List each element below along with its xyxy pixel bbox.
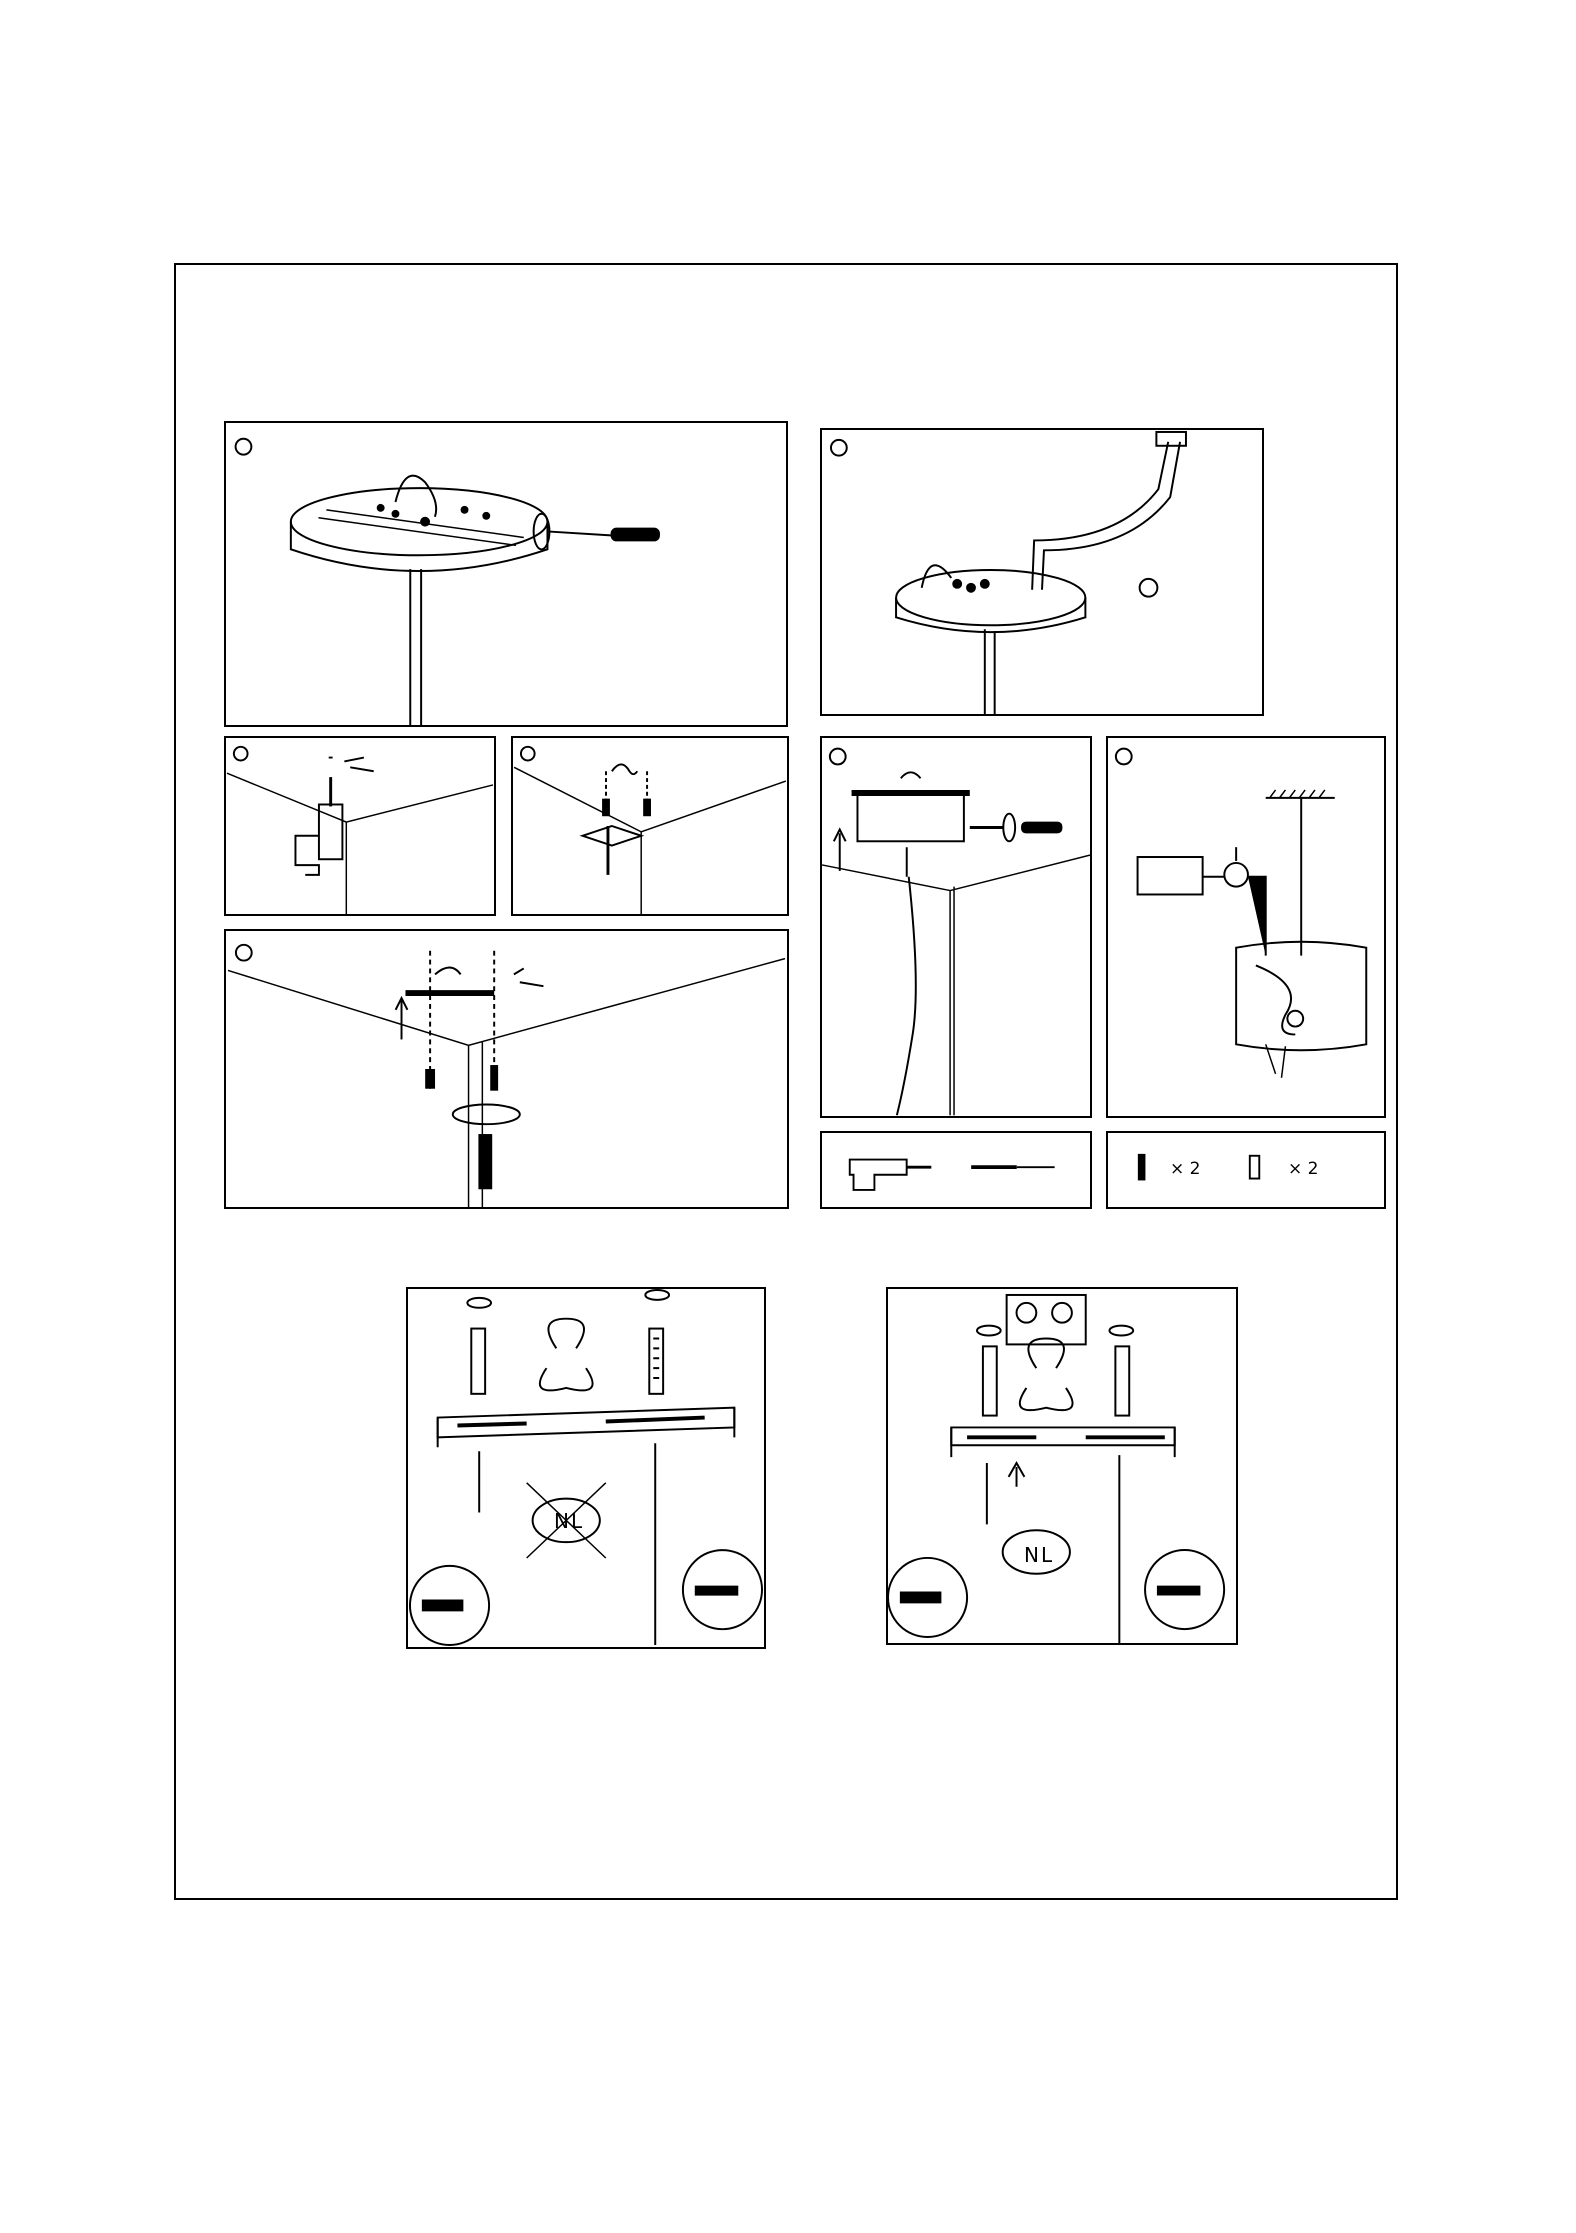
step-6-canopy-attach-panel: [820, 736, 1092, 1118]
canopy-attach-illustration: [822, 738, 1090, 1116]
electrical-schematic-illustration: [1108, 738, 1384, 1116]
canopy-screw-illustration: [226, 423, 786, 725]
correct-mounting-illustration: [888, 1289, 1236, 1643]
nl-label-wrong: NL: [554, 1509, 584, 1533]
screw-icon: [1138, 1154, 1146, 1181]
step-4-bracket-panel: [224, 929, 789, 1209]
step-1-canopy-panel: [224, 421, 788, 727]
nl-label-correct: NL: [1024, 1543, 1054, 1567]
parts-panel: × 2 × 2: [1106, 1131, 1386, 1209]
mounting-wrong-panel: NL: [406, 1287, 766, 1649]
drill-icon: [850, 1160, 907, 1190]
drill-ceiling-illustration: [226, 738, 494, 914]
incorrect-mounting-illustration: [408, 1289, 764, 1647]
screw-quantity: × 2: [1170, 1159, 1200, 1179]
parts-illustration: [1108, 1133, 1384, 1207]
wall-plug-quantity: × 2: [1288, 1159, 1318, 1179]
step-2-drill-panel: [224, 736, 496, 916]
tools-panel: [820, 1131, 1092, 1209]
tools-illustration: [822, 1133, 1090, 1207]
insert-plugs-illustration: [513, 738, 787, 914]
mount-bracket-illustration: [226, 931, 787, 1207]
step-5-wiring-panel: [820, 428, 1264, 716]
mounting-correct-panel: NL: [886, 1287, 1238, 1645]
ceiling-wiring-illustration: [822, 430, 1262, 714]
step-7-schematic-panel: [1106, 736, 1386, 1118]
step-3-plug-panel: [511, 736, 789, 916]
wall-plug-icon: [1250, 1156, 1259, 1179]
